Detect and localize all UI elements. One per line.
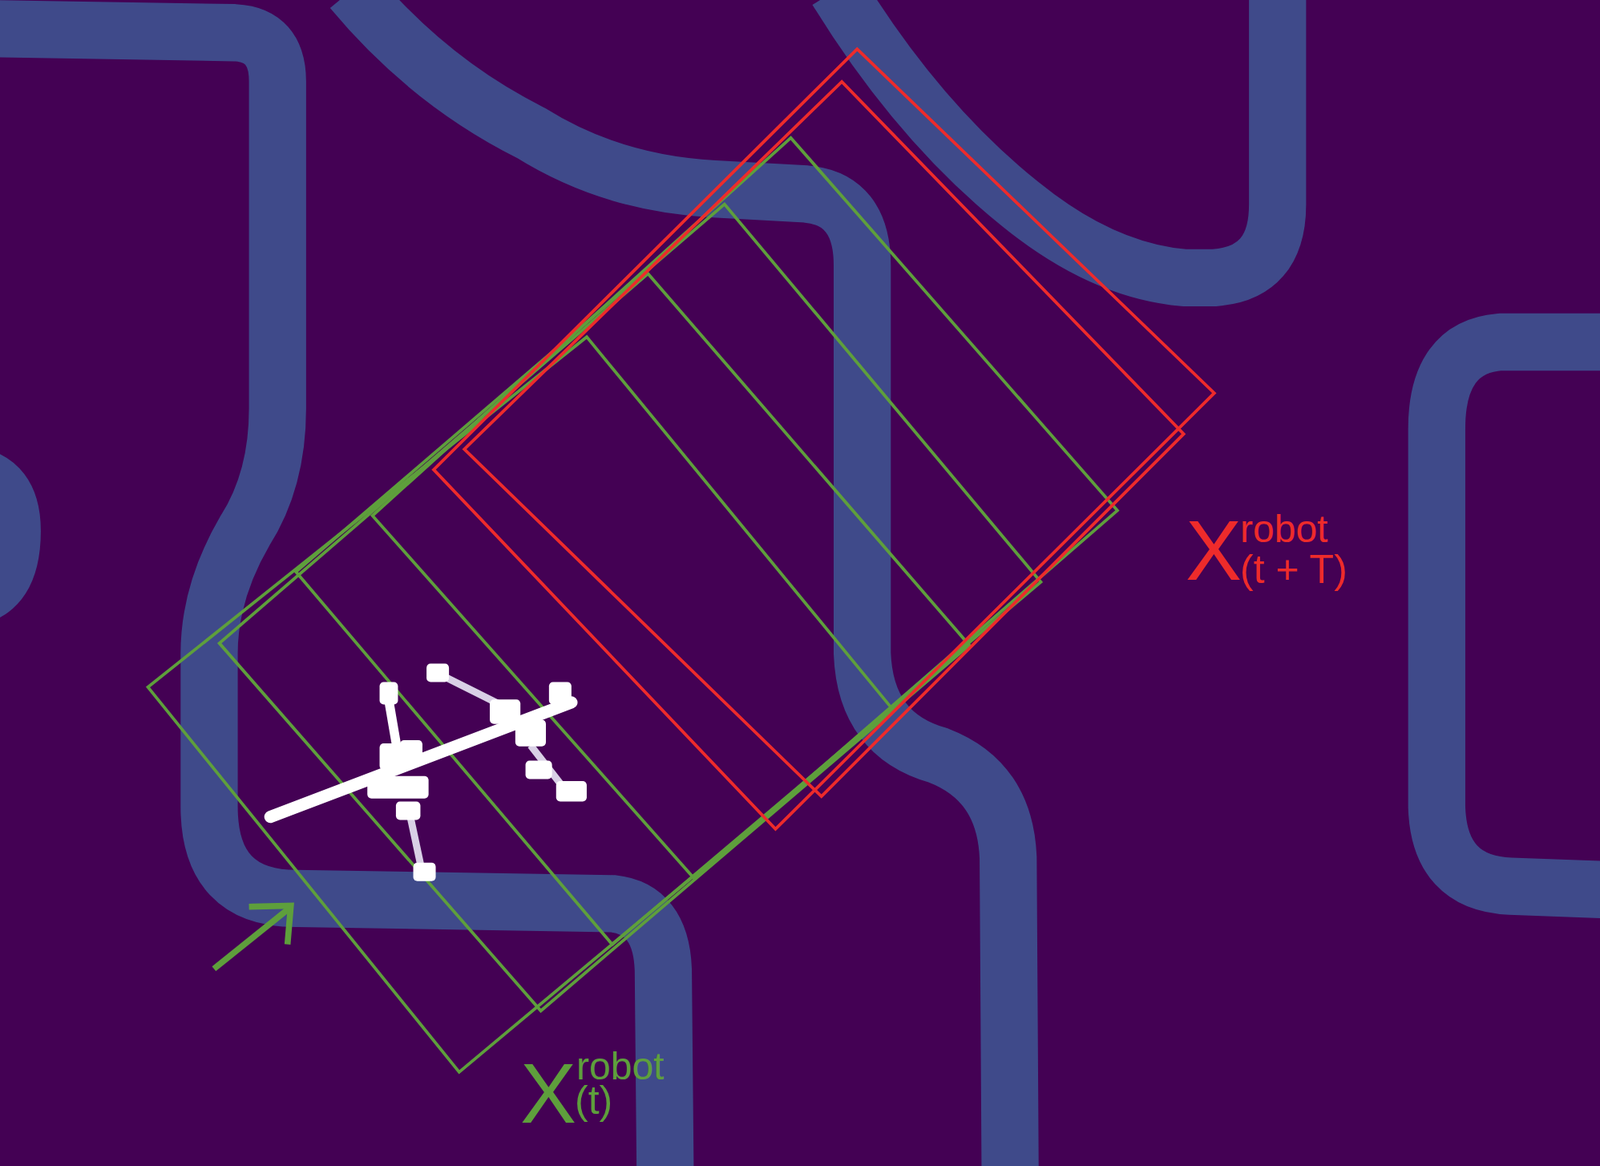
robot-part <box>525 760 553 780</box>
direction-arrow <box>216 905 291 966</box>
band <box>351 0 1011 1166</box>
footprint <box>464 81 1184 796</box>
robot-part <box>379 682 399 705</box>
state-symbol: X <box>1185 508 1242 593</box>
state-symbol: X <box>520 1050 577 1136</box>
robot-part <box>426 663 449 683</box>
robot-part <box>413 862 437 881</box>
superscript: robot <box>1240 509 1328 549</box>
robot-part <box>400 739 423 763</box>
robot-part <box>556 780 587 801</box>
band <box>836 0 1278 278</box>
band <box>0 474 13 598</box>
robot-part <box>395 800 421 820</box>
robot-figure <box>270 663 587 881</box>
band <box>0 28 666 1166</box>
subscript: (t) <box>574 1079 613 1120</box>
robot-part <box>367 775 429 799</box>
robot-part <box>489 698 521 724</box>
footprint <box>219 273 970 1011</box>
robot-footprints-t <box>148 137 1118 1072</box>
arrow-shaft <box>216 908 289 967</box>
subscript: (t + T) <box>1240 549 1348 590</box>
band <box>1436 342 1600 891</box>
footprint <box>148 336 893 1072</box>
robot-part <box>549 682 572 705</box>
robot-arm <box>270 702 572 817</box>
arrow-head <box>251 905 291 942</box>
footprint <box>295 204 1041 945</box>
robot-part <box>515 719 546 747</box>
